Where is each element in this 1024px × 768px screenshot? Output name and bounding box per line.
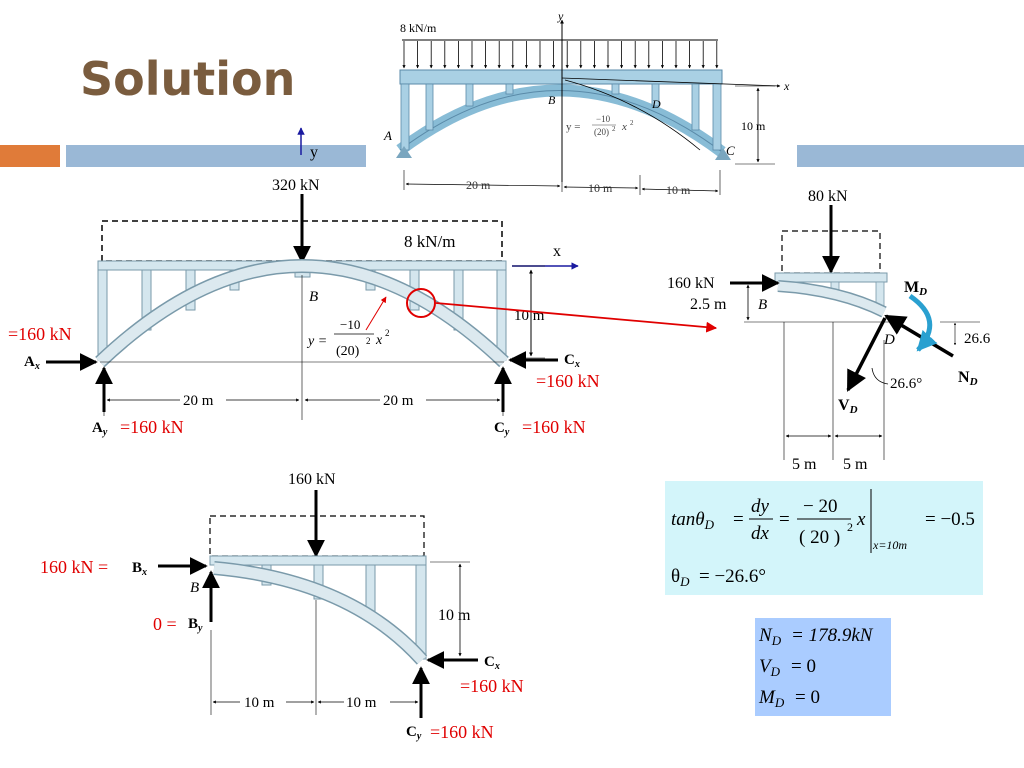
fbd-ay-label: Ay [92, 420, 108, 438]
fbd-label-b: B [309, 289, 318, 305]
eq-eval-at: x=10m [872, 538, 907, 552]
section-label-b: B [758, 297, 767, 313]
top-eq-y: y = [566, 121, 580, 133]
half-cy-value: =160 kN [430, 722, 494, 742]
fbd-eq-x: x [375, 333, 383, 348]
result-v-label: VD [759, 656, 781, 679]
section-shear-label: VD [838, 397, 858, 416]
fbd-dim-right: 20 m [383, 393, 414, 409]
section-moment-label: MD [904, 279, 927, 298]
top-distributed-load [402, 39, 719, 69]
top-dim3-label: 10 m [666, 183, 691, 197]
result-v-value: = 0 [791, 656, 816, 677]
accent-bar-orange [0, 145, 60, 167]
results-box: ND = 178.9kN VD = 0 MD = 0 [755, 618, 891, 716]
result-n-label: ND [758, 625, 782, 648]
fbd-y-axis-label: y [310, 144, 318, 161]
top-eq-den-sup: 2 [612, 125, 616, 133]
fbd-cy-label: Cy [494, 420, 510, 438]
top-label-c: C [726, 143, 735, 158]
results-equations: ND = 178.9kN VD = 0 MD = 0 [758, 625, 874, 710]
slide-title: Solution [80, 52, 296, 106]
top-height-label: 10 m [741, 119, 766, 133]
fbd-cx-label: Cx [564, 352, 580, 370]
top-label-a: A [383, 128, 392, 143]
fbd-x-axis-label: x [553, 243, 561, 260]
fbd-eq-num: −10 [340, 317, 360, 332]
eq-dx: dx [751, 523, 770, 544]
fbd-cx-value: =160 kN [536, 371, 600, 391]
half-cx-value: =160 kN [460, 676, 524, 696]
fbd-eq-x-sup: 2 [385, 328, 390, 338]
eq-theta-val: = −26.6° [699, 566, 766, 587]
section-offset-label: 2.5 m [690, 296, 727, 313]
eq-sign2: = [779, 509, 790, 530]
eq-dy: dy [751, 496, 770, 517]
fbd-ax-label: Ax [24, 354, 40, 372]
eq-num: − 20 [803, 496, 837, 517]
top-dim2-label: 10 m [588, 181, 613, 195]
section-angle2-label: 26.6° [890, 376, 922, 392]
top-eq-x: x [621, 121, 627, 133]
section-highlight-circle [406, 288, 436, 318]
fbd-load-label: 8 kN/m [404, 232, 455, 251]
eq-den-sup: 2 [847, 520, 853, 534]
top-eq-den: (20) [594, 127, 609, 137]
top-eq-x-sup: 2 [630, 119, 634, 127]
half-bx-label: Bx [132, 560, 147, 578]
eq-theta: θD [671, 566, 690, 589]
half-height-label: 10 m [438, 607, 471, 624]
top-label-d: D [651, 97, 661, 111]
top-label-b: B [548, 93, 556, 107]
section-dim2-label: 5 m [843, 456, 868, 473]
accent-bar-blue-left [66, 145, 366, 167]
half-fbd: 160 kN 10 m 10 m 10 m 160 kN = [40, 471, 524, 742]
tangent-equation: tanθD = dy dx = − 20 ( 20 ) 2 x x=10m = … [671, 489, 975, 589]
half-load-label: 160 kN [288, 471, 336, 488]
half-bx-value: 160 kN = [40, 557, 108, 577]
section-label-d: D [883, 332, 895, 348]
section-dim1-label: 5 m [792, 456, 817, 473]
top-load-label: 8 kN/m [400, 21, 437, 35]
top-eq-num: −10 [596, 114, 611, 124]
result-m-label: MD [758, 687, 785, 710]
half-cy-label: Cy [406, 724, 422, 742]
fbd-cy-value: =160 kN [522, 417, 586, 437]
section-pointer-arrow [435, 302, 718, 333]
half-label-b: B [190, 580, 199, 596]
fbd-dim-left: 20 m [183, 393, 214, 409]
top-bridge-figure: 8 kN/m y x A B C D y = −10 (20) 2 x 2 10… [383, 9, 790, 197]
half-cx-label: Cx [484, 654, 500, 672]
eq-tan-lhs: tanθD [671, 509, 715, 532]
fbd-ax-value: =160 kN [8, 324, 72, 344]
tangent-equation-box: tanθD = dy dx = − 20 ( 20 ) 2 x x=10m = … [665, 481, 983, 595]
section-fbd: 80 kN 160 kN 2.5 m B MD ND VD D 26.6 26.… [667, 188, 991, 473]
result-m-value: = 0 [795, 687, 820, 708]
accent-bar-blue-right [797, 145, 1024, 167]
half-by-label: By [188, 616, 203, 634]
section-normal-label: ND [958, 369, 978, 388]
fbd-eq-den-sup: 2 [366, 336, 371, 346]
eq-sign1: = [733, 509, 744, 530]
half-dim2-label: 10 m [346, 695, 377, 711]
full-fbd: y 320 kN 8 kN/m x [8, 127, 718, 438]
eq-den: ( 20 ) [799, 527, 840, 548]
top-x-axis-label: x [783, 79, 790, 93]
top-dim1-label: 20 m [466, 178, 491, 192]
fbd-ay-value: =160 kN [120, 417, 184, 437]
section-load-label: 80 kN [808, 188, 848, 205]
top-y-axis-label: y [557, 9, 564, 23]
half-dim1-label: 10 m [244, 695, 275, 711]
half-by-value: 0 = [153, 614, 177, 634]
section-horizontal-label: 160 kN [667, 275, 715, 292]
fbd-eq-den: (20) [336, 344, 360, 359]
result-n-value: = 178.9kN [791, 625, 874, 646]
eq-result: = −0.5 [925, 509, 975, 530]
fbd-eq-y: y = [306, 334, 327, 349]
section-angle1-label: 26.6 [964, 331, 991, 347]
eq-x: x [856, 509, 866, 530]
fbd-resultant-label: 320 kN [272, 177, 320, 194]
